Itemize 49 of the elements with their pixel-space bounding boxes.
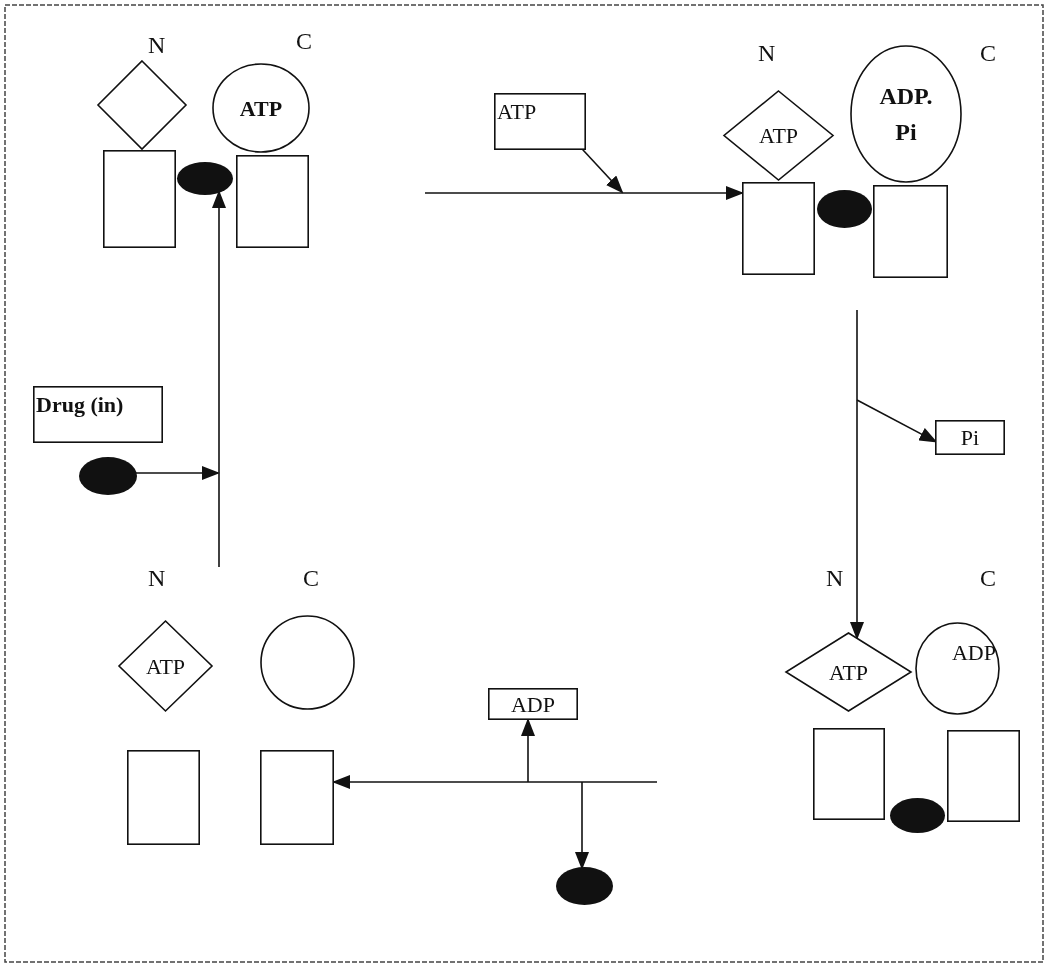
circle-shape xyxy=(850,45,962,183)
terminus-label: C xyxy=(296,28,312,55)
rectangle-box xyxy=(947,730,1020,822)
node-text: Pi xyxy=(960,424,980,452)
rectangle-box xyxy=(873,185,948,278)
terminus-label: C xyxy=(980,40,996,67)
terminus-label: N xyxy=(758,40,776,67)
terminus-label: C xyxy=(303,565,319,592)
node-text: ADP xyxy=(511,690,555,719)
circle-shape xyxy=(260,615,355,710)
filled-oval xyxy=(79,457,137,495)
node-text: Drug (in) xyxy=(36,391,124,419)
diamond-shape xyxy=(723,90,834,181)
node-text: ADP. Pi xyxy=(878,82,934,147)
terminus-label: N xyxy=(148,565,166,592)
rectangle-box xyxy=(127,750,200,845)
circle-shape xyxy=(212,63,310,153)
arrow xyxy=(581,148,624,194)
node-text: ATP xyxy=(145,652,186,681)
arrow xyxy=(521,718,535,783)
rectangle-box xyxy=(488,688,578,720)
circle-shape xyxy=(915,622,1000,715)
rectangle-box xyxy=(260,750,334,845)
terminus-label: C xyxy=(980,565,996,592)
node-text: ATP xyxy=(497,98,537,126)
rectangle-box xyxy=(33,386,163,443)
rectangle-box xyxy=(494,93,586,150)
filled-oval xyxy=(177,162,233,195)
arrow xyxy=(212,190,226,568)
node-text: ATP xyxy=(758,122,799,150)
node-text: ADP xyxy=(952,639,996,667)
terminus-label: N xyxy=(826,565,844,592)
node-text: ATP xyxy=(239,94,283,123)
filled-oval xyxy=(890,798,945,833)
arrow xyxy=(850,309,864,640)
node-text: ATP xyxy=(828,658,869,687)
rectangle-box xyxy=(236,155,309,248)
filled-oval xyxy=(817,190,872,228)
terminus-label: N xyxy=(148,32,166,59)
rectangle-box xyxy=(103,150,176,248)
rectangle-box xyxy=(935,420,1005,455)
arrow xyxy=(575,781,589,870)
diamond-shape xyxy=(785,632,912,712)
arrow xyxy=(135,466,220,480)
rectangle-box xyxy=(742,182,815,275)
diamond-shape xyxy=(118,620,213,712)
diamond-shape xyxy=(97,60,187,150)
filled-oval xyxy=(556,867,613,905)
rectangle-box xyxy=(813,728,885,820)
